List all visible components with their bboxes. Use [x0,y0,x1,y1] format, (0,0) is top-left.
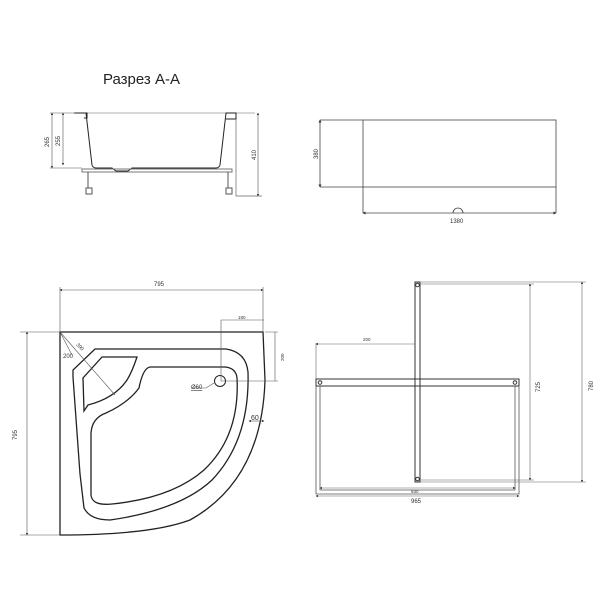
frame-view: 200 930 965 725 780 [315,281,595,505]
dim-265: 265 [45,136,51,147]
dim-frame-780: 780 [589,380,595,391]
dim-drain-diameter: Ø60 [191,385,203,391]
dim-1380: 1380 [450,219,464,225]
dim-frame-725: 725 [536,381,542,392]
section-view: Разрез А-А 265 255 410 [45,71,262,197]
side-view [318,119,557,215]
dim-410: 410 [252,149,258,160]
dim-corner-200: 200 [63,354,74,360]
dim-frame-930: 930 [411,489,419,494]
dim-255: 255 [56,135,62,146]
dim-frame-965: 965 [411,499,422,505]
dim-corner-diag: 390 [75,342,85,352]
dim-depth-795: 795 [13,429,19,440]
section-title: Разрез А-А [103,71,180,88]
dim-width-795: 795 [154,282,165,288]
plan-view: 795 795 180 200 390 200 Ø60 60 [13,282,285,536]
dim-rim-60: 60 [251,415,259,422]
dim-180: 180 [238,315,246,320]
dim-200-drain: 200 [280,353,285,361]
dim-380: 380 [314,148,320,159]
dim-frame-200: 200 [363,337,371,342]
